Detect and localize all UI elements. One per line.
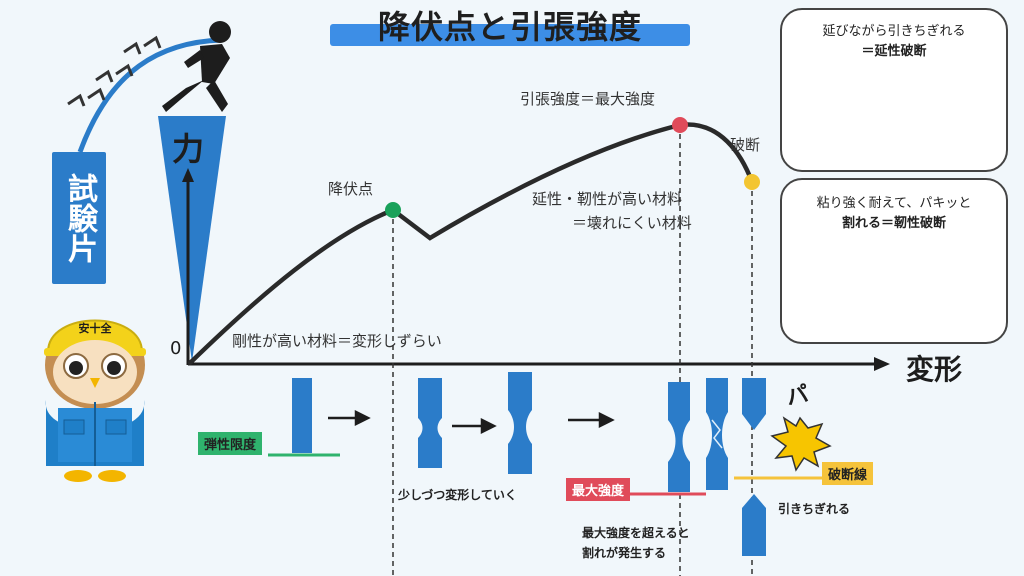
crack-icon (711, 419, 723, 449)
burst-icon (770, 416, 832, 472)
mascot-helmet-text: 安十全 (78, 322, 112, 335)
bar-fractured-top (742, 378, 766, 430)
tough-box-line1: 粘り強く耐えて、パキッと (816, 196, 972, 211)
bar-necking-2 (508, 372, 532, 474)
arrow-right-icon (328, 409, 371, 427)
yield-point-dot (385, 202, 401, 218)
tensile-strength-label: 引張強度＝最大強度 (520, 90, 656, 108)
stress-strain-curve (187, 122, 755, 366)
x-axis-label: 変形 (906, 353, 963, 386)
origin-label: 0 (170, 338, 182, 359)
gradual-deformation-label: 少しづつ変形していく (398, 488, 517, 502)
ductile-box-line1: 延びながら引きちぎれる (822, 24, 966, 39)
specimen-label-box: 試験片 (52, 152, 106, 284)
tough-box-line2: 割れる＝靭性破断 (841, 216, 946, 231)
title-banner: 降伏点と引張強度 (330, 0, 690, 52)
max-strength-tag: 最大強度 (566, 478, 631, 501)
force-label: 力 (172, 130, 205, 168)
torn-label: 引きちぎれる (778, 502, 851, 516)
elastic-limit-tag: 弾性限度 (198, 432, 263, 455)
force-arc (77, 37, 223, 153)
bar-necking-1 (418, 378, 442, 468)
bar-fractured-bottom (742, 494, 766, 556)
exceed-strength-line2: 割れが発生する (582, 546, 667, 560)
x-axis-arrow-icon (874, 357, 890, 371)
arrow-right-icon (452, 417, 497, 435)
yield-point-label: 降伏点 (328, 180, 374, 198)
ductile-box-line2: ＝延性破断 (861, 44, 927, 59)
title-underline (330, 24, 690, 46)
bar-elastic (292, 378, 312, 453)
tough-material-line1: 延性・靭性が高い材料 (532, 190, 683, 208)
tough-fracture-box: 粘り強く耐えて、パキッと 割れる＝靭性破断 (780, 178, 1008, 344)
force-triangle (158, 116, 226, 362)
specimen-label: 試験片 (62, 173, 97, 263)
motion-chevrons-icon (67, 35, 162, 107)
bar-max-strength (668, 382, 690, 492)
exceed-strength-line1: 最大強度を超えると (582, 526, 690, 540)
rigid-material-label: 剛性が高い材料＝変形しずらい (232, 332, 442, 350)
y-axis-arrow-icon (182, 168, 194, 182)
ductile-fracture-box: 延びながら引きちぎれる ＝延性破断 (780, 8, 1008, 172)
owl-mascot-icon (44, 319, 146, 482)
arrow-right-icon (568, 411, 615, 429)
page-title: 降伏点と引張強度 (377, 8, 642, 46)
tensile-strength-dot (672, 117, 688, 133)
pulling-person-icon (162, 21, 231, 112)
tough-material-line2: ＝壊れにくい材料 (572, 214, 692, 232)
fracture-dot (744, 174, 760, 190)
fracture-label: 破断 (730, 136, 761, 154)
fracture-line-tag: 破断線 (822, 462, 874, 485)
